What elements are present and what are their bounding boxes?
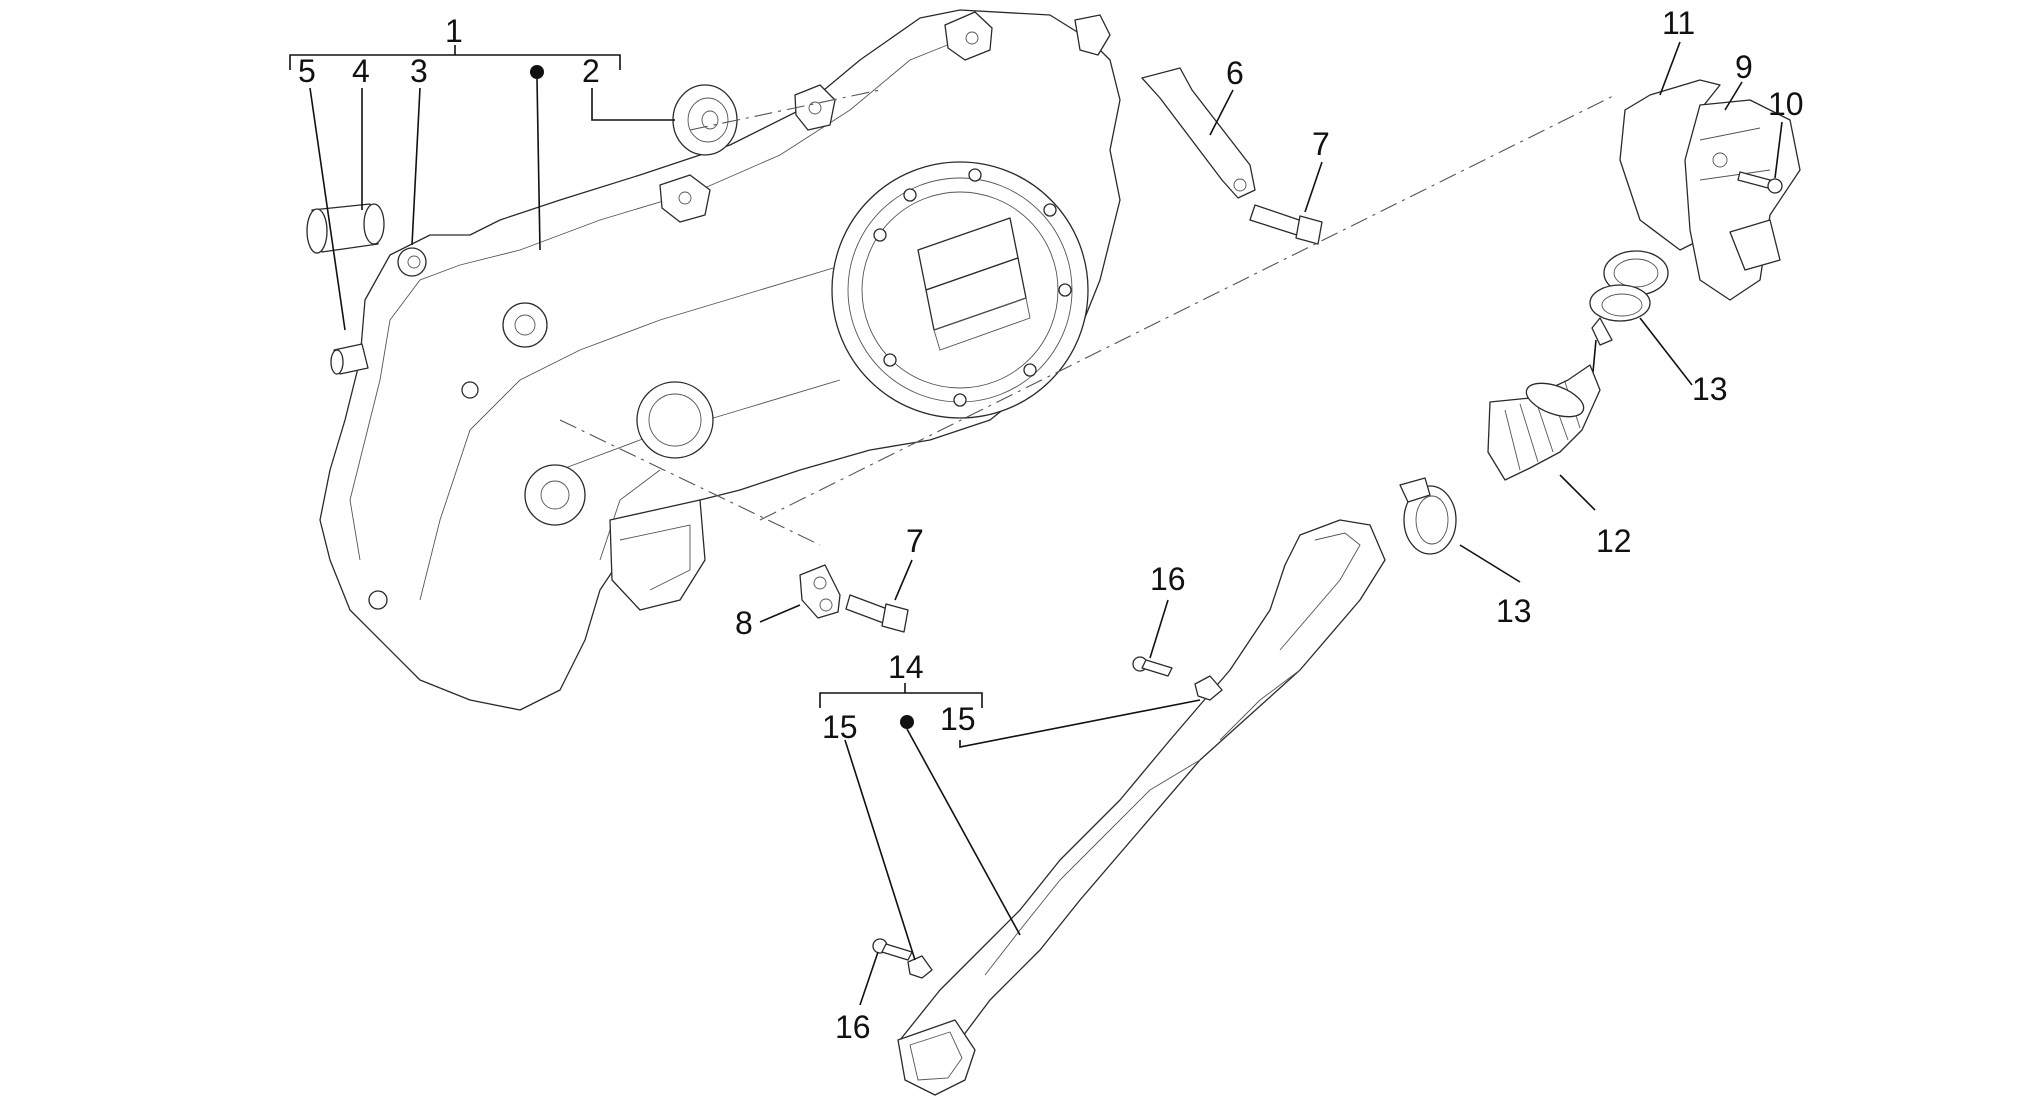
callout-11: 11 bbox=[1662, 5, 1695, 41]
callout-5: 5 bbox=[298, 53, 316, 89]
clamp-upper-part bbox=[1589, 284, 1651, 373]
leader-lines bbox=[289, 41, 1783, 1006]
callout-8: 8 bbox=[735, 605, 753, 641]
callout-6: 6 bbox=[1226, 55, 1244, 91]
callout-12: 12 bbox=[1596, 523, 1632, 559]
plate-part bbox=[799, 564, 841, 619]
dowel-part bbox=[330, 343, 369, 375]
bolt-upper-part bbox=[1249, 204, 1323, 245]
callout-13-lower: 13 bbox=[1496, 593, 1532, 629]
callout-10: 10 bbox=[1768, 86, 1804, 122]
callout-7-upper: 7 bbox=[1312, 126, 1330, 162]
callout-13-upper: 13 bbox=[1692, 371, 1728, 407]
bushing-part bbox=[306, 203, 385, 254]
intake-housing-part bbox=[1603, 79, 1801, 301]
bracket-part bbox=[1141, 67, 1256, 199]
bolt-lower-part bbox=[845, 594, 909, 633]
callout-15-left: 15 bbox=[822, 709, 858, 745]
callout-9: 9 bbox=[1735, 49, 1753, 85]
fastener-upper-part bbox=[1132, 656, 1223, 701]
callout-1: 1 bbox=[445, 13, 463, 49]
callout-16-upper: 16 bbox=[1150, 561, 1186, 597]
clamp-lower-part bbox=[1399, 477, 1457, 555]
callout-7-lower: 7 bbox=[906, 523, 924, 559]
callout-2: 2 bbox=[582, 53, 600, 89]
bearing-part bbox=[672, 84, 738, 156]
callout-15-right: 15 bbox=[940, 701, 976, 737]
intake-boot-part bbox=[1487, 364, 1601, 481]
screw-10-part bbox=[1737, 171, 1783, 194]
air-duct-part bbox=[897, 519, 1386, 1096]
callout-4: 4 bbox=[352, 53, 370, 89]
callout-16-lower: 16 bbox=[835, 1009, 871, 1045]
callout-3: 3 bbox=[410, 53, 428, 89]
transmission-cover bbox=[319, 9, 1121, 711]
small-bushing-part bbox=[397, 247, 427, 277]
fastener-lower-part bbox=[872, 938, 933, 979]
callout-14: 14 bbox=[888, 649, 924, 685]
assembly-centerline bbox=[559, 89, 1616, 546]
